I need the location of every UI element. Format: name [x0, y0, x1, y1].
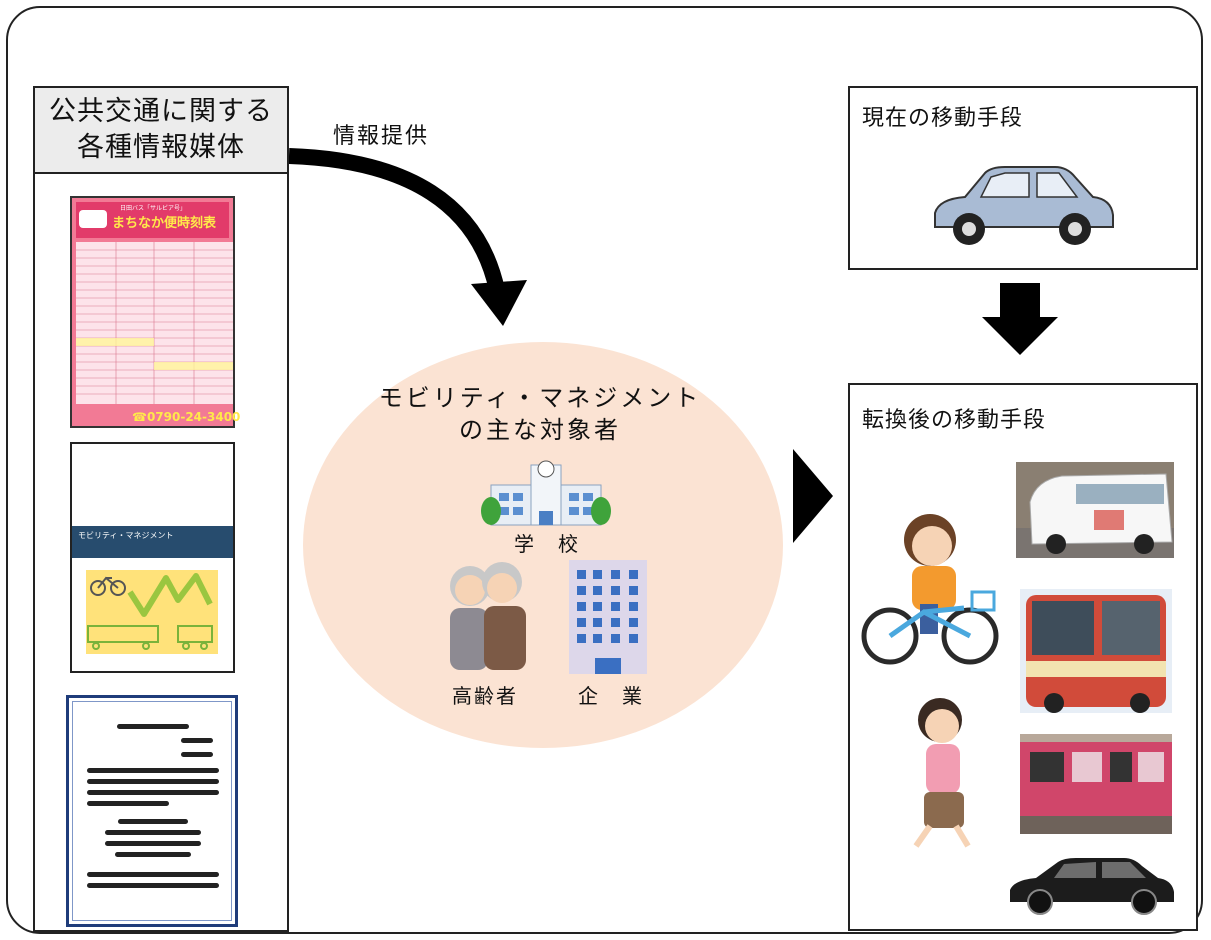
- cyclist-icon: [861, 514, 999, 665]
- target-oval: [303, 342, 783, 748]
- poster-line1: 日田バス「サルビア号」: [120, 205, 187, 212]
- taxi-photo: [1010, 858, 1174, 915]
- elderly-couple-icon: [450, 562, 526, 670]
- car-icon: [934, 166, 1114, 245]
- letter-lines: [87, 714, 219, 888]
- school-icon: [481, 460, 611, 526]
- current-mode-title: 現在の移動手段: [862, 106, 1024, 131]
- media-header-line1: 公共交通に関する: [49, 96, 273, 127]
- train-photo: [1020, 734, 1172, 834]
- brochure: モビリティ・マネジメント: [70, 442, 235, 673]
- media-header: 公共交通に関する 各種情報媒体: [33, 86, 289, 174]
- target-title-line1: モビリティ・マネジメント: [378, 384, 702, 412]
- info-arrow-label: 情報提供: [333, 124, 430, 149]
- target-title-line2: の主な対象者: [459, 416, 621, 444]
- outer-frame: [6, 6, 1203, 934]
- after-mode-title: 転換後の移動手段: [862, 408, 1047, 433]
- walking-woman-icon: [913, 698, 971, 848]
- poster-phone: ☎0790-24-3400: [132, 410, 241, 424]
- info-arrow: [289, 148, 527, 326]
- timetable-grid: [76, 242, 233, 404]
- right-pointer: [793, 449, 833, 543]
- bus-row-icon: [87, 625, 213, 650]
- brochure-band: モビリティ・マネジメント: [72, 526, 233, 558]
- minibus-photo: [1016, 462, 1174, 558]
- poster-title: まちなか便時刻表: [112, 216, 217, 231]
- down-arrow: [982, 283, 1058, 355]
- bus-icon: [79, 210, 107, 228]
- company-label: 企 業: [578, 684, 644, 708]
- brochure-illustration: [86, 570, 218, 654]
- media-header-line2: 各種情報媒体: [77, 132, 245, 163]
- bicycle-icon: [90, 576, 126, 596]
- timetable-poster: 日田バス「サルビア号」 まちなか便時刻表 ☎0790-24-3400: [70, 196, 240, 428]
- bus-photo: [1020, 589, 1172, 713]
- school-label: 学 校: [514, 532, 580, 556]
- poster-header: 日田バス「サルビア号」 まちなか便時刻表: [76, 202, 229, 238]
- target-title: モビリティ・マネジメント の主な対象者: [330, 382, 750, 446]
- company-building-icon: [569, 560, 647, 674]
- brochure-title: モビリティ・マネジメント: [78, 531, 174, 540]
- elderly-label: 高齢者: [452, 684, 518, 708]
- letter-document: [66, 695, 238, 927]
